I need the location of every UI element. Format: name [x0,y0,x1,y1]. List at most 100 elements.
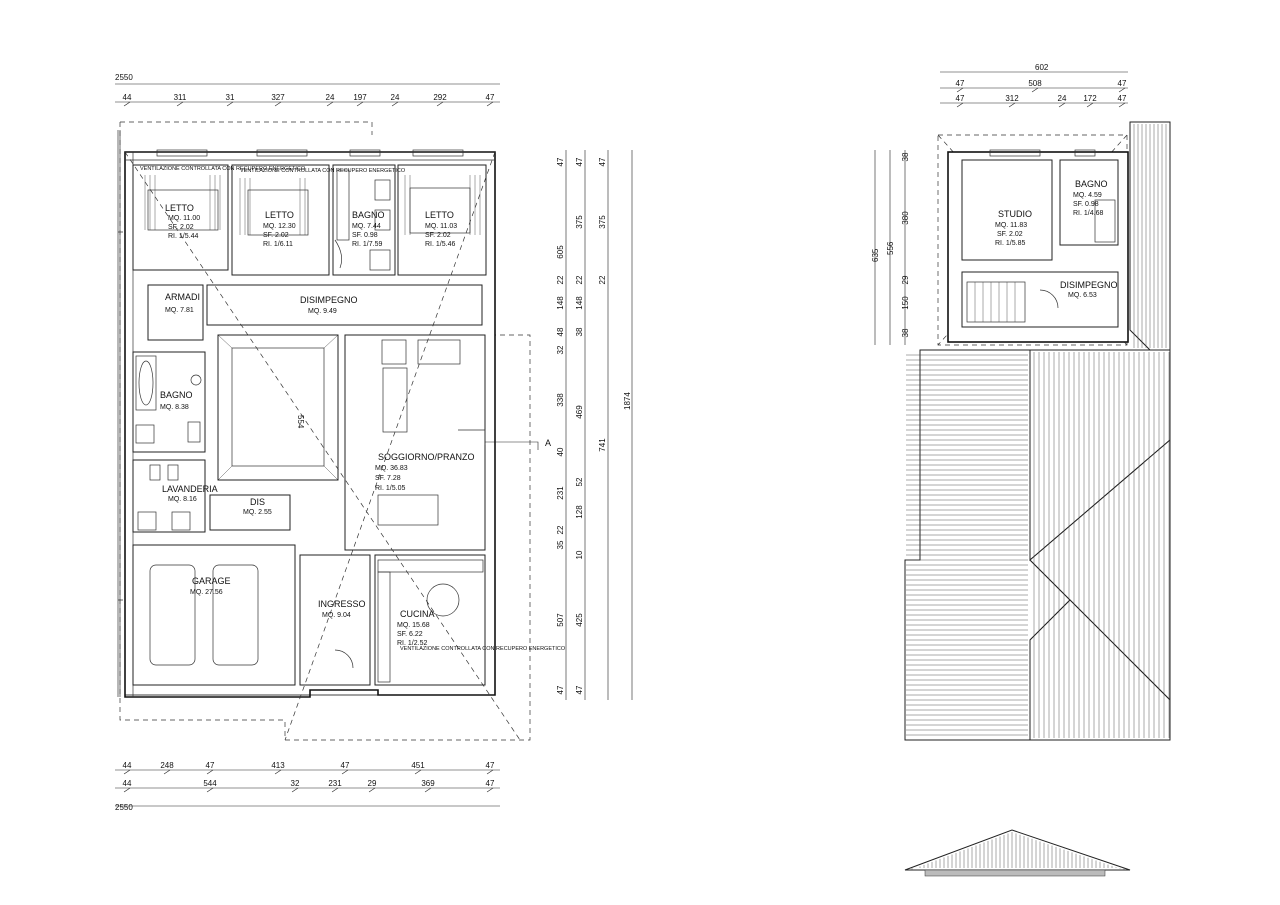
gf-r2-dims-label: 38 [575,327,584,336]
uf-topmid-dims-label: 47 [1118,79,1127,88]
room-labels-ground: LETTO MQ. 11.00 SF. 2.02 RI. 1/5.44 LETT… [160,203,475,647]
roof-slab-bottom-right [1029,599,1171,741]
lavanderia-room [132,459,206,533]
uf-left1-dims-label: 38 [901,328,910,337]
gf-bot2-dims-label: 47 [486,779,495,788]
gf-r3-dims-label: 22 [598,275,607,284]
gf-bot2-dims-label: 29 [368,779,377,788]
letto-room-3 [397,164,487,276]
section-mark: A [545,438,551,448]
letto3-mq: MQ. 11.03 [425,223,457,230]
upper-top-total: 602 [1035,63,1049,72]
void-dimension: 554 [296,415,305,429]
gf-bot1-dims-label: 451 [411,761,425,770]
gf-bot2-dims-label: 231 [328,779,342,788]
gf-bot1-dims-label: 47 [206,761,215,770]
gf-r1-dims-label: 148 [556,296,565,310]
letto3-sf: SF. 2.02 [425,232,451,239]
uf-left1-dims-label: 29 [901,275,910,284]
gf-bot2-dims-label: 369 [421,779,435,788]
room-labels-upper: STUDIO MQ. 11.83 SF. 2.02 RI. 1/5.85 BAG… [995,179,1118,299]
gf-r1-dims-label: 47 [556,685,565,694]
gf-top-dims-label: 44 [123,93,132,102]
armadi-room [147,284,204,341]
gf-r2-dims-label: 47 [575,157,584,166]
uf-topmid-dims-label: 508 [1028,79,1042,88]
letto1-ri: RI. 1/5.44 [168,233,198,240]
upper-floor-plan: STUDIO MQ. 11.83 SF. 2.02 RI. 1/5.85 BAG… [871,63,1171,877]
soggiorno-room [344,334,486,551]
soggiorno-ri: RI. 1/5.05 [375,485,405,492]
gf-top-dims-label: 47 [486,93,495,102]
garage-room [132,544,296,686]
uf-left1-dims-label: 380 [901,211,910,225]
ground-right-total: 1874 [623,392,632,410]
cucina-room [374,554,486,686]
garage-mq: MQ. 27.56 [190,589,223,596]
gf-r1-dims-label: 32 [556,345,565,354]
gf-r1-dims-label: 40 [556,447,565,456]
armadi-mq: MQ. 7.81 [165,307,194,314]
letto2-sf: SF. 2.02 [263,232,289,239]
gf-r2-dims-label: 22 [575,275,584,284]
gf-top-dims-label: 311 [174,93,187,102]
soggiorno-name: SOGGIORNO/PRANZO [378,452,475,462]
bagno-room-2 [132,351,206,453]
gf-r1-dims-label: 231 [556,486,565,500]
uf-top-dims-label: 312 [1005,94,1019,103]
garage-name: GARAGE [192,576,231,586]
studio-ri: RI. 1/5.85 [995,240,1025,247]
ingresso-name: INGRESSO [318,599,366,609]
soggiorno-mq: MQ. 36.83 [375,465,408,472]
letto3-name: LETTO [425,210,454,220]
gf-bot1-dims-label: 47 [341,761,350,770]
gf-r1-dims-label: 605 [556,245,565,259]
gf-top-dims-label: 197 [353,93,367,102]
uf-left1-dims-label: 150 [901,296,910,310]
gf-r1-dims-label: 35 [556,540,565,549]
bagno-room-1 [332,164,396,276]
bagno-upper-ri: RI. 1/4.68 [1073,210,1103,217]
top-windows [156,149,464,157]
ground-bottom-total: 2550 [115,803,133,812]
letto1-sf: SF. 2.02 [168,224,194,231]
bagno1-mq: MQ. 7.44 [352,223,381,230]
disimpegno-name: DISIMPEGNO [300,295,358,305]
uf-top-dims-label: 47 [1118,94,1127,103]
dis-name: DIS [250,497,265,507]
ground-top-total: 2550 [115,73,133,82]
uf-top-dims-label: 172 [1083,94,1097,103]
bagno2-mq: MQ. 8.38 [160,404,189,411]
gf-r1-dims-label: 338 [556,393,565,407]
gf-r2-dims-label: 10 [575,550,584,559]
gf-r1-dims-label: 22 [556,525,565,534]
disimpegno-mq: MQ. 9.49 [308,308,337,315]
stair-void [217,334,339,481]
gf-bot2-dims-label: 544 [203,779,217,788]
gf-r2-dims-label: 128 [575,505,584,519]
gf-top-dims-label: 292 [433,93,447,102]
upper-left-total: 635 [871,248,880,262]
bagno-upper-room [1059,159,1119,246]
ingresso-room [299,554,371,686]
gf-bot1-dims-label: 44 [123,761,132,770]
gf-top-dims-label: 31 [226,93,235,102]
bagno1-name: BAGNO [352,210,385,220]
studio-room [961,159,1053,261]
gf-top-dims-label: 24 [326,93,335,102]
letto1-name: LETTO [165,203,194,213]
gf-r1-dims-label: 507 [556,613,565,627]
cucina-name: CUCINA [400,609,435,619]
bagno2-name: BAGNO [160,390,193,400]
gf-r1-dims-label: 48 [556,327,565,336]
gf-r3-dims-label: 47 [598,157,607,166]
gf-r2-dims-label: 469 [575,405,584,419]
letto-room-1 [132,164,229,271]
